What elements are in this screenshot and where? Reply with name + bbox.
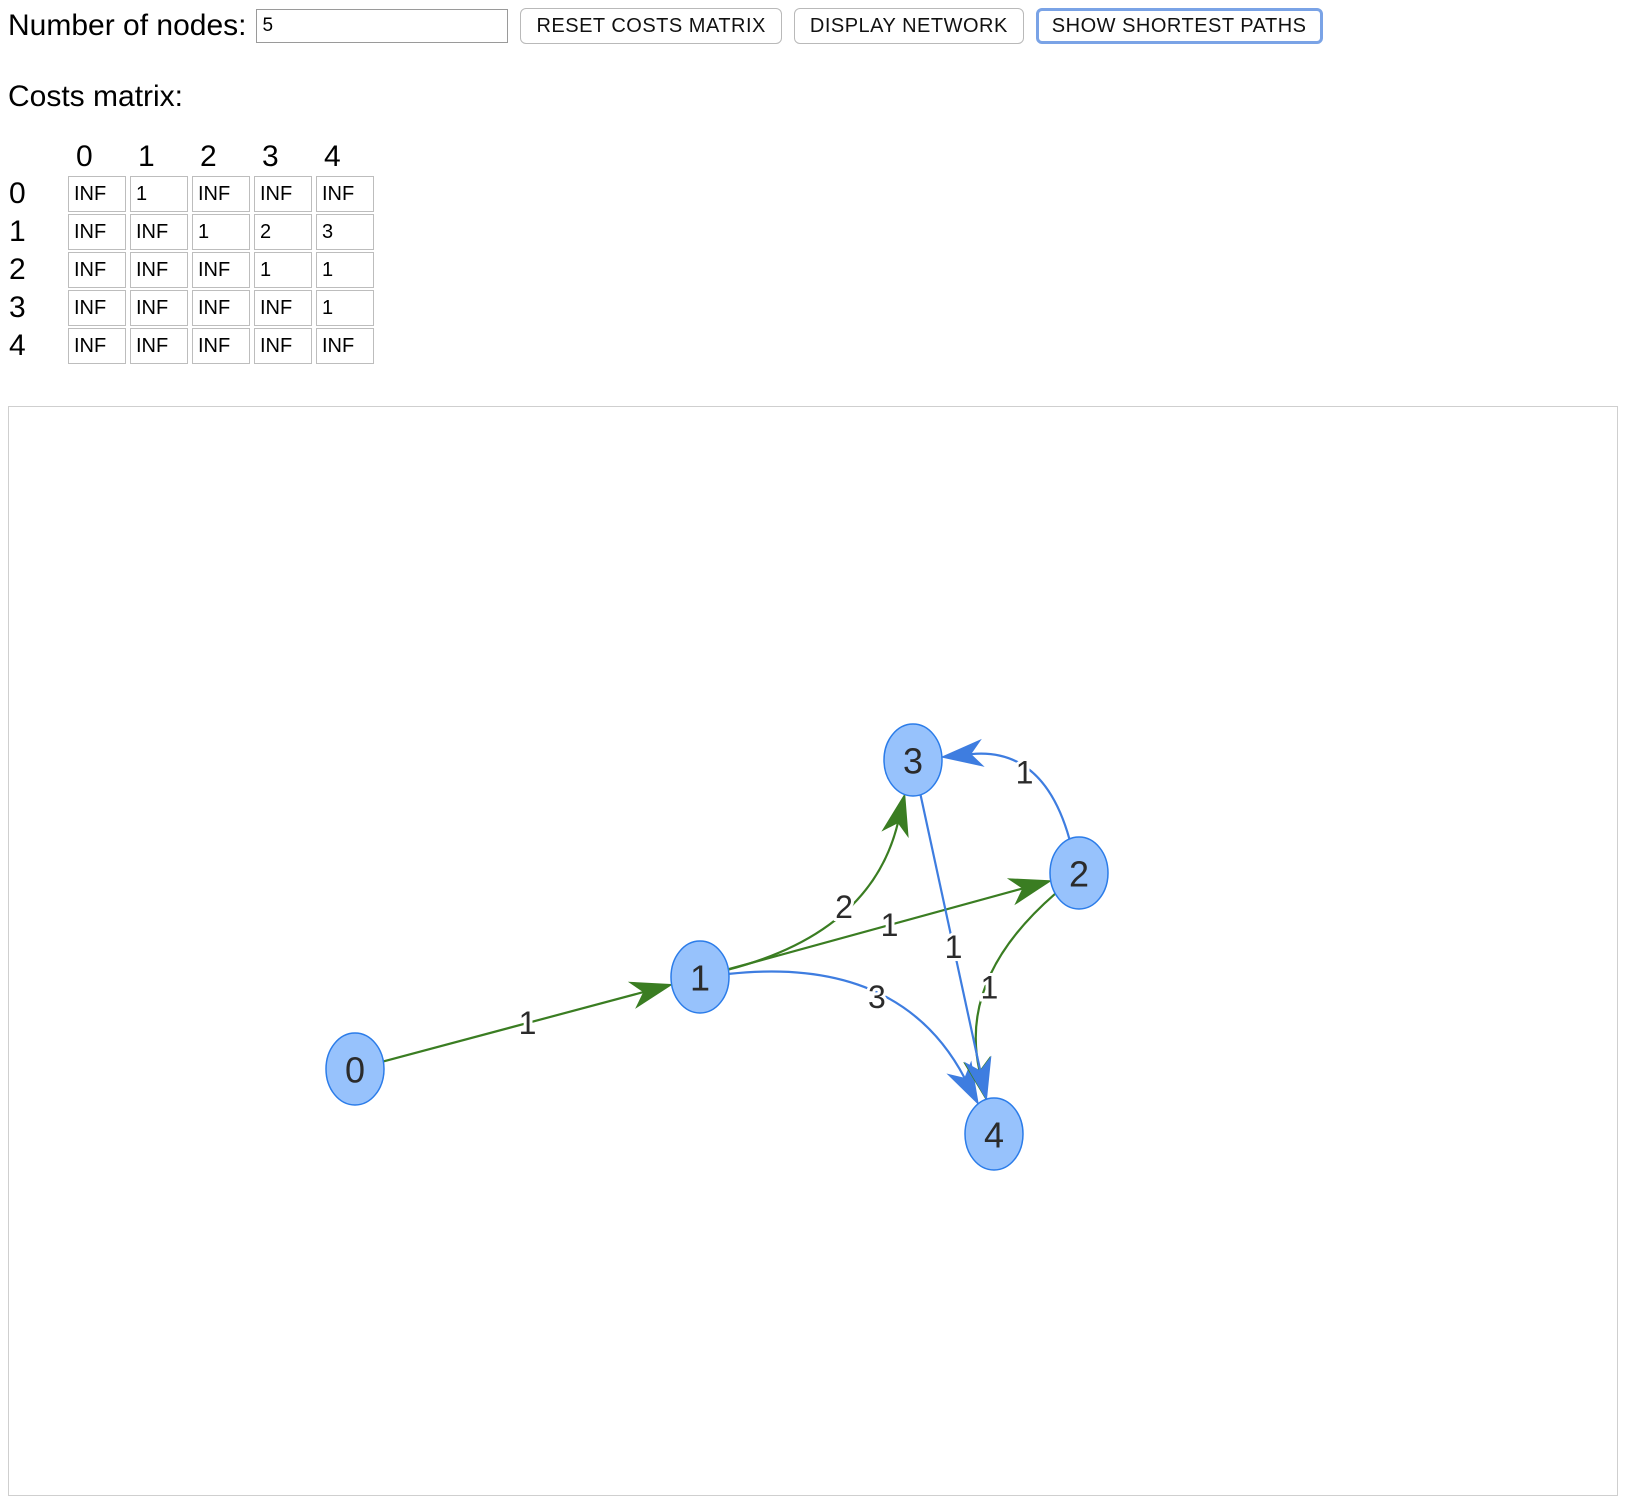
reset-costs-matrix-button[interactable]: RESET COSTS MATRIX — [520, 8, 782, 44]
node-label: 2 — [1069, 854, 1089, 895]
cost-cell-input[interactable] — [130, 176, 188, 212]
edge-arrowhead — [881, 792, 909, 839]
matrix-row-header: 0 — [9, 177, 26, 210]
matrix-row: 1 — [6, 214, 376, 250]
node-label: 1 — [690, 958, 710, 999]
nodes-count-input[interactable] — [256, 9, 509, 43]
cost-cell-input[interactable] — [316, 214, 374, 250]
cost-cell-input[interactable] — [254, 290, 312, 326]
edge-weight-label: 1 — [981, 969, 999, 1005]
cost-cell-input[interactable] — [68, 252, 126, 288]
edge-weight-label: 1 — [881, 907, 899, 943]
matrix-col-header: 0 — [76, 140, 93, 173]
node-circle[interactable] — [325, 1032, 385, 1106]
edge-3-4[interactable] — [919, 794, 982, 1072]
cost-cell-input[interactable] — [192, 328, 250, 364]
matrix-header-row: 0 1 2 3 4 — [6, 140, 376, 174]
cost-cell-input[interactable] — [192, 252, 250, 288]
edge-weight-label: 1 — [945, 929, 963, 965]
matrix-col-header: 3 — [262, 140, 279, 173]
matrix-row: 2 — [6, 252, 376, 288]
matrix-row: 4 — [6, 328, 376, 364]
cost-cell-input[interactable] — [254, 252, 312, 288]
cost-cell-input[interactable] — [254, 214, 312, 250]
matrix-col-header: 4 — [324, 140, 341, 173]
edge-arrowhead — [1006, 878, 1053, 906]
matrix-row-header: 4 — [9, 329, 26, 362]
edges-layer — [383, 738, 1071, 1106]
matrix-row-header: 2 — [9, 253, 26, 286]
node-label: 4 — [984, 1115, 1004, 1156]
node-label: 0 — [345, 1050, 365, 1091]
cost-cell-input[interactable] — [68, 214, 126, 250]
matrix-row-header: 3 — [9, 291, 26, 324]
matrix-row: 0 — [6, 176, 376, 212]
matrix-col-header: 2 — [200, 140, 217, 173]
cost-cell-input[interactable] — [192, 214, 250, 250]
cost-cell-input[interactable] — [68, 290, 126, 326]
cost-cell-input[interactable] — [130, 328, 188, 364]
edge-1-2[interactable] — [728, 887, 1024, 971]
cost-cell-input[interactable] — [316, 252, 374, 288]
cost-cell-input[interactable] — [68, 328, 126, 364]
edge-weight-label: 1 — [519, 1005, 537, 1041]
node-1[interactable]: 1 — [670, 940, 730, 1014]
costs-matrix-title: Costs matrix: — [8, 80, 184, 113]
node-circle[interactable] — [964, 1097, 1024, 1171]
toolbar: Number of nodes: RESET COSTS MATRIX DISP… — [8, 6, 1335, 46]
node-3[interactable]: 3 — [883, 723, 943, 797]
cost-cell-input[interactable] — [316, 328, 374, 364]
nodes-count-label: Number of nodes: — [8, 9, 247, 42]
cost-cell-input[interactable] — [130, 290, 188, 326]
edge-1-3[interactable] — [728, 822, 900, 971]
show-shortest-paths-button[interactable]: SHOW SHORTEST PATHS — [1035, 8, 1323, 44]
edge-weight-label: 2 — [835, 889, 853, 925]
cost-cell-input[interactable] — [254, 328, 312, 364]
cost-cell-input[interactable] — [316, 176, 374, 212]
cost-cell-input[interactable] — [130, 214, 188, 250]
cost-cell-input[interactable] — [316, 290, 374, 326]
edge-arrowhead — [627, 981, 674, 1009]
edge-weight-label: 3 — [868, 979, 886, 1015]
cost-cell-input[interactable] — [192, 290, 250, 326]
edge-weight-label: 1 — [1016, 754, 1034, 790]
matrix-corner — [6, 140, 66, 174]
node-4[interactable]: 4 — [964, 1097, 1024, 1171]
edge-0-1[interactable] — [383, 990, 645, 1063]
cost-cell-input[interactable] — [192, 176, 250, 212]
costs-matrix-table: 0 1 2 3 4 0 1 2 — [4, 138, 378, 366]
cost-cell-input[interactable] — [130, 252, 188, 288]
node-0[interactable]: 0 — [325, 1032, 385, 1106]
matrix-row: 3 — [6, 290, 376, 326]
matrix-row-header: 1 — [9, 215, 26, 248]
edge-2-3[interactable] — [970, 752, 1071, 840]
edge-arrowhead — [940, 738, 985, 767]
node-circle[interactable] — [1049, 836, 1109, 910]
matrix-col-header: 1 — [138, 140, 155, 173]
node-circle[interactable] — [883, 723, 943, 797]
cost-cell-input[interactable] — [68, 176, 126, 212]
node-label: 3 — [903, 741, 923, 782]
node-circle[interactable] — [670, 940, 730, 1014]
cost-cell-input[interactable] — [254, 176, 312, 212]
node-2[interactable]: 2 — [1049, 836, 1109, 910]
edge-arrowhead — [963, 1055, 992, 1101]
display-network-button[interactable]: DISPLAY NETWORK — [793, 8, 1024, 44]
edge-1-4[interactable] — [728, 970, 966, 1079]
